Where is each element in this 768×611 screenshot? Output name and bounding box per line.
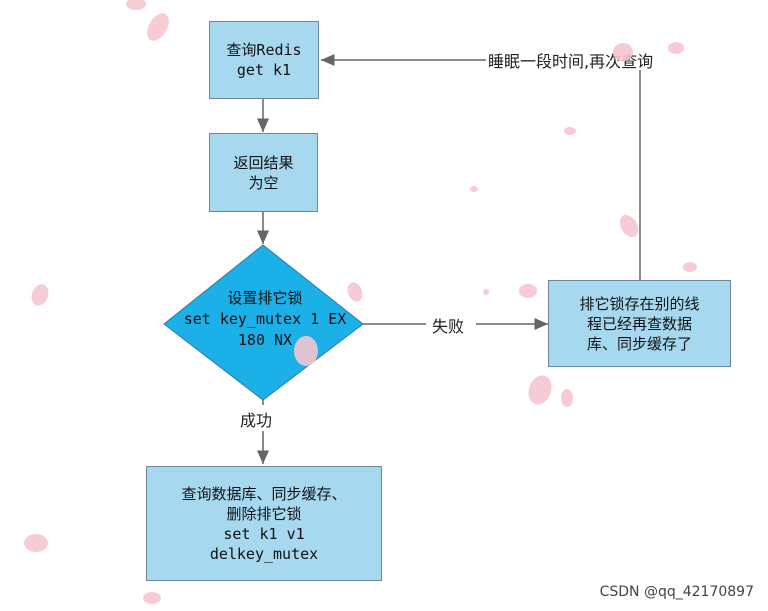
lock-held-line-3: 库、同步缓存了 — [586, 334, 692, 353]
query-db-line-2: 删除排它锁 — [226, 504, 302, 523]
petal-decoration — [347, 282, 363, 302]
petal-decoration — [143, 592, 161, 604]
set-lock-line-3: 180 NX — [237, 331, 293, 349]
petal-decoration — [668, 42, 684, 54]
petal-decoration — [483, 289, 489, 295]
petal-decoration — [24, 534, 48, 552]
query-db-node: 查询数据库、同步缓存、 删除排它锁 set k1 v1 delkey_mutex — [146, 466, 382, 581]
query-redis-line-1: 查询Redis — [226, 41, 302, 59]
lock-held-line-2: 程已经再查数据 — [586, 314, 692, 333]
petal-decoration — [561, 389, 573, 407]
petal-decoration — [564, 127, 576, 135]
petal-decoration — [613, 43, 633, 61]
query-db-line-3: set k1 v1 — [223, 524, 305, 543]
petal-decoration — [147, 13, 169, 41]
petal-decoration — [126, 0, 146, 10]
query-redis-node: 查询Redis get k1 — [209, 21, 319, 99]
petal-decoration — [294, 336, 318, 366]
set-lock-line-2: set key_mutex 1 EX — [183, 310, 347, 328]
lock-held-line-1: 排它锁存在别的线 — [579, 294, 700, 313]
petal-decoration — [470, 186, 478, 192]
fail-label: 失败 — [432, 317, 465, 336]
sleep-retry-label: 睡眠一段时间,再次查询 — [488, 52, 654, 71]
watermark: CSDN @qq_42170897 — [599, 584, 754, 600]
lock-held-node: 排它锁存在别的线 程已经再查数据 库、同步缓存了 — [548, 280, 731, 367]
petal-decoration — [31, 284, 49, 306]
set-lock-line-1: 设置排它锁 — [227, 289, 303, 307]
result-empty-node: 返回结果 为空 — [209, 133, 318, 212]
query-db-line-1: 查询数据库、同步缓存、 — [181, 484, 347, 503]
success-label: 成功 — [240, 411, 273, 430]
query-redis-line-2: get k1 — [236, 61, 292, 79]
petal-decoration — [683, 262, 697, 272]
petal-decoration — [528, 375, 552, 405]
result-empty-line-1: 返回结果 — [233, 153, 294, 172]
result-empty-line-2: 为空 — [248, 173, 279, 192]
set-lock-label: 设置排它锁 set key_mutex 1 EX 180 NX — [160, 288, 370, 351]
petal-decoration — [519, 284, 537, 298]
query-db-line-4: delkey_mutex — [209, 544, 319, 563]
petal-decoration — [619, 214, 639, 238]
